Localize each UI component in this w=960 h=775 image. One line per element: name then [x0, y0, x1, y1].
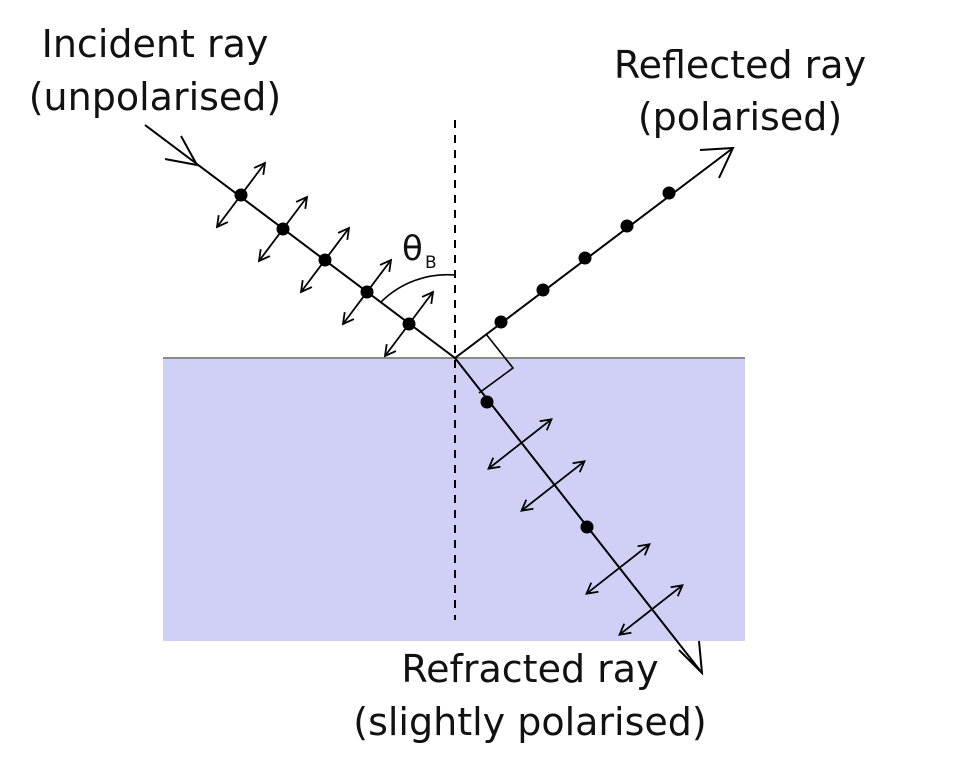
incident-p-polarisation-arrow [257, 195, 309, 263]
reflected-s-polarisation-dot [578, 251, 592, 265]
incident-ray-label-line2: (unpolarised) [29, 75, 282, 119]
refracted-ray-line [454, 357, 703, 674]
refracted-s-polarisation-dot [580, 520, 594, 534]
incident-ray-label-line1: Incident ray [42, 22, 269, 66]
brewster-angle-symbol: θ [402, 229, 423, 269]
reflected-ray-label-line2: (polarised) [638, 95, 842, 139]
refracted-s-polarisation-dot [480, 395, 494, 409]
reflected-s-polarisation-dot [620, 219, 634, 233]
refracted-p-polarisation-arrow [585, 543, 651, 595]
reflected-ray-arrowhead [699, 146, 735, 179]
reflected-s-polarisation-dot [536, 283, 550, 297]
right-angle-marker [478, 333, 515, 394]
reflected-ray-label-line1: Reflected ray [614, 43, 866, 87]
incident-p-polarisation-arrow [383, 290, 435, 358]
reflected-polarisation-markers [494, 186, 676, 329]
refracted-ray-label-line2: (slightly polarised) [353, 700, 707, 744]
incident-p-polarisation-arrow [215, 161, 267, 229]
incident-p-polarisation-arrow [299, 226, 351, 294]
refracted-ray-label-line1: Refracted ray [401, 647, 658, 691]
incident-ray-arrowhead [164, 135, 199, 167]
refracted-ray-arrowhead [678, 640, 704, 676]
incident-polarisation-markers [215, 161, 435, 358]
brewster-angle-arc [380, 273, 456, 303]
incident-p-polarisation-arrow [341, 258, 393, 326]
refracted-p-polarisation-arrow [520, 460, 586, 512]
refracted-p-polarisation-arrow [487, 418, 553, 470]
reflected-s-polarisation-dot [494, 315, 508, 329]
refracted-polarisation-markers [480, 395, 684, 636]
refracted-p-polarisation-arrow [618, 584, 684, 636]
reflected-s-polarisation-dot [662, 186, 676, 200]
brewster-angle-subscript: B [425, 253, 437, 273]
